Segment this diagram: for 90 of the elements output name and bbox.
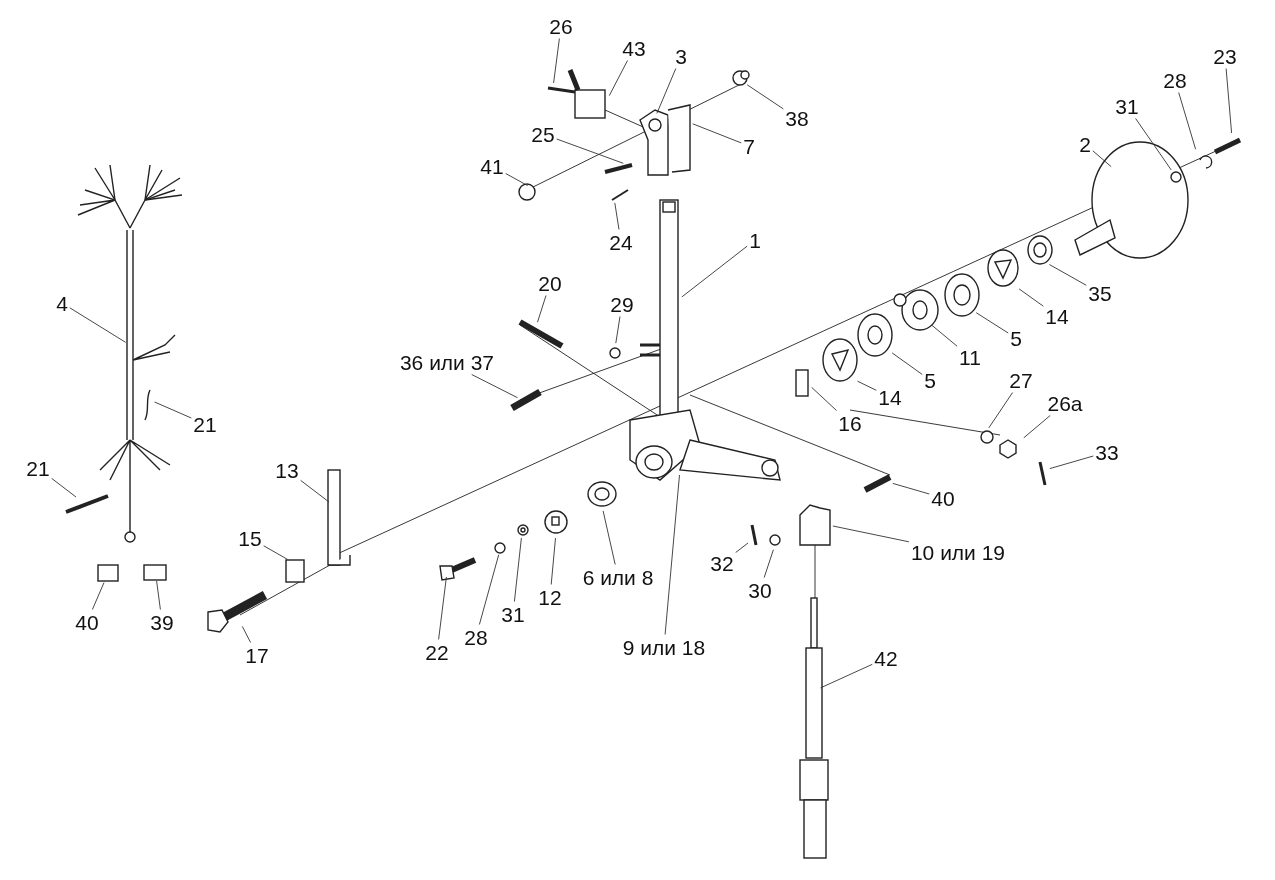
leader-line [681,245,748,298]
callout-number: 28 [1163,69,1187,91]
callout-number: 42 [874,647,898,669]
leader-line [857,380,877,391]
leader-line [300,479,330,503]
leader-line [553,38,560,84]
leader-line [241,625,252,643]
callout-number: 27 [1009,369,1033,391]
callout-number: 40 [931,487,955,509]
callout-number: 21 [26,457,50,479]
leader-line [91,582,105,610]
callout-number: 2 [1079,133,1091,155]
callout-number: 17 [245,644,269,666]
callout-number: 14 [1045,305,1069,327]
callout-number: 4 [56,292,68,314]
leader-line [602,510,616,565]
callout-number: 26а [1047,392,1083,414]
leader-line [735,542,749,553]
callout-number: 7 [743,135,755,157]
leader-line [156,580,161,610]
callout-number: 12 [538,586,562,608]
callout-number: 40 [75,611,99,633]
callout-number: 5 [1010,327,1022,349]
callout-number: 3 [675,45,687,67]
leader-line [1048,264,1087,286]
callout-number: 26 [549,15,573,37]
leader-line [263,545,289,560]
leader-line [832,525,910,543]
leader-line [820,663,873,689]
leader-line [746,84,784,110]
leader-line [614,202,620,230]
callout-number: 24 [609,231,633,253]
leader-line [505,173,529,187]
leader-line [537,295,547,323]
callout-number: 6 или 8 [582,566,654,588]
leader-line [69,307,127,343]
leader-line [988,392,1014,429]
leader-line [975,312,1009,334]
callout-number: 9 или 18 [622,636,706,658]
callout-number: 14 [878,386,902,408]
callout-number: 25 [531,123,555,145]
callout-number: 32 [710,552,734,574]
leader-line [438,576,447,640]
leader-line [1092,150,1112,168]
leader-line [692,123,742,144]
callout-number: 15 [238,527,262,549]
callout-number: 13 [275,459,299,481]
leader-line [615,316,621,344]
leader-line [478,554,500,625]
callout-number: 38 [785,107,809,129]
callout-number: 31 [1115,95,1139,117]
callout-number: 22 [425,641,449,663]
callout-number: 1 [749,229,761,251]
leader-line [664,474,680,635]
leader-line [513,537,522,602]
leader-line [892,482,930,495]
callout-number: 30 [748,579,772,601]
leader-line [556,138,624,164]
leader-line [51,477,77,498]
callout-number: 5 [924,369,936,391]
leader-line [1178,92,1197,150]
callout-number: 28 [464,626,488,648]
callout-number: 33 [1095,441,1119,463]
callout-number: 39 [150,611,174,633]
leader-line [1023,415,1051,439]
callout-number: 16 [838,412,862,434]
leader-line [1135,118,1172,171]
leader-line [608,60,628,97]
callout-number: 41 [480,155,504,177]
callout-number: 11 [959,346,981,368]
leader-line [763,549,774,578]
leader-line [1018,288,1044,307]
leader-line [811,386,837,411]
leader-line [1049,455,1094,470]
leader-line [1225,68,1233,134]
leader-line [154,401,192,419]
callout-number: 31 [501,603,525,625]
leader-line [550,537,556,585]
callout-number: 21 [193,413,217,435]
callout-number: 10 или 19 [910,541,1006,563]
callout-number: 35 [1088,282,1112,304]
leader-line [656,68,677,114]
leader-line [931,324,958,347]
callout-number: 29 [610,293,634,315]
callout-number: 23 [1213,45,1237,67]
callout-number: 36 или 37 [399,351,495,373]
callout-number: 20 [538,272,562,294]
leader-line [891,352,923,375]
callout-number: 43 [622,37,646,59]
leader-line [471,374,518,399]
